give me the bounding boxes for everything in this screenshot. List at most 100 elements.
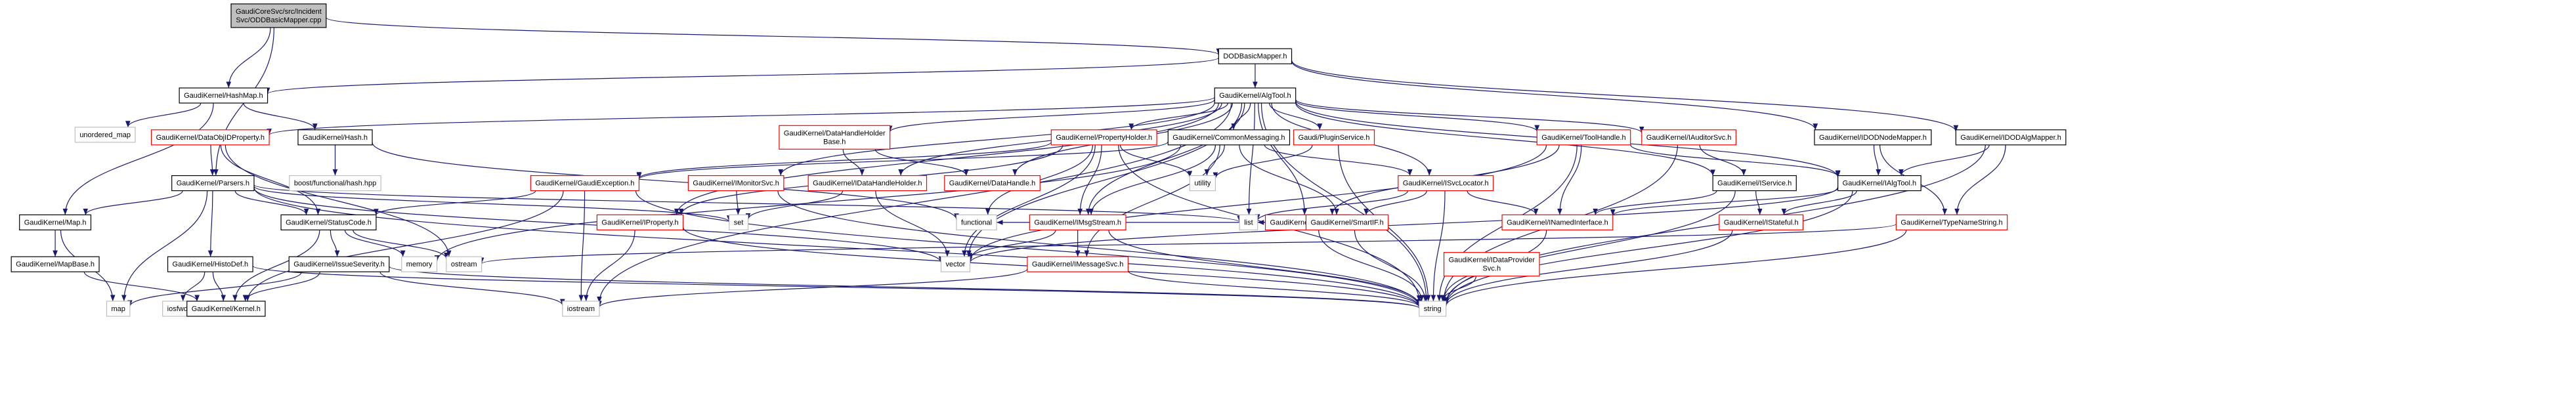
node-label: GaudiKernel/AlgTool.h	[1219, 92, 1291, 100]
edge-isvclocator-to-smartif	[1363, 190, 1427, 215]
node-label: Svc/ODDBasicMapper.cpp	[236, 16, 321, 24]
edge-imonitorsvc-to-string	[777, 190, 1422, 306]
node-toolhandle[interactable]: GaudiKernel/ToolHandle.h	[1536, 129, 1631, 146]
node-algtool[interactable]: GaudiKernel/AlgTool.h	[1214, 87, 1297, 104]
edge-propertyholder-to-imsgstream	[1077, 144, 1102, 215]
node-imonitorsvc[interactable]: GaudiKernel/IMonitorSvc.h	[687, 175, 784, 192]
node-label: vector	[945, 261, 965, 268]
edge-smartif-to-string	[1354, 230, 1428, 301]
node-issueseverity[interactable]: GaudiKernel/IssueSeverity.h	[288, 256, 390, 272]
node-hash[interactable]: GaudiKernel/Hash.h	[297, 129, 373, 146]
node-label: GaudiKernel/DataHandleHolder	[784, 129, 886, 137]
node-label: GaudiKernel/IMessageSvc.h	[1032, 261, 1123, 268]
edge-parsers-to-statuscode	[234, 190, 309, 215]
edge-dataobjidproperty-to-ostream	[225, 144, 452, 257]
node-gaudiexception[interactable]: GaudiKernel/GaudiException.h	[530, 175, 640, 192]
edge-iservice-to-string	[1443, 190, 1736, 304]
node-typenamestring[interactable]: GaudiKernel/TypeNameString.h	[1895, 214, 2008, 230]
node-iproperty[interactable]: GaudiKernel/IProperty.h	[596, 214, 684, 230]
node-unordered_map: unordered_map	[74, 127, 136, 143]
edge-algtool-to-dataobjidproperty	[267, 96, 1215, 136]
edge-ddobasicmapper-to-idodnodemapper	[1291, 60, 1818, 130]
node-map_h[interactable]: GaudiKernel/Map.h	[19, 214, 92, 230]
edge-hashmap-to-map_h	[62, 103, 214, 215]
edge-algtool-to-commonmessaging	[1231, 102, 1251, 130]
node-ialgtool[interactable]: GaudiKernel/IAlgTool.h	[1837, 175, 1921, 192]
edge-imessagesvc-to-iostream	[597, 268, 1028, 308]
node-box	[1029, 214, 1127, 230]
node-label: GaudiKernel/IMonitorSvc.h	[693, 180, 779, 188]
node-box	[940, 256, 971, 272]
node-string: string	[1419, 301, 1447, 317]
node-inamedinterface[interactable]: GaudiKernel/INamedInterface.h	[1501, 214, 1614, 230]
edge-gaudiexception-to-kernel	[245, 190, 564, 301]
node-ddobasicmapper[interactable]: DODBasicMapper.h	[1218, 48, 1293, 64]
node-mapbase[interactable]: GaudiKernel/MapBase.h	[11, 256, 100, 272]
node-pluginservice[interactable]: Gaudi/PluginService.h	[1293, 129, 1375, 146]
node-label: GaudiKernel/IDataHandleHolder.h	[813, 180, 922, 188]
node-statuscode[interactable]: GaudiKernel/StatusCode.h	[280, 214, 377, 230]
node-box	[687, 175, 784, 192]
node-propertyholder[interactable]: GaudiKernel/PropertyHolder.h	[1050, 129, 1157, 146]
node-label: GaudiKernel/HashMap.h	[184, 92, 263, 100]
node-box	[171, 175, 255, 192]
node-label: iostream	[567, 305, 595, 313]
node-label: boost/functional/hash.hpp	[294, 180, 376, 188]
edge-commonmessaging-to-smartif	[1239, 144, 1339, 215]
edge-propertyholder-to-vector	[962, 144, 1096, 257]
node-commonmessaging[interactable]: GaudiKernel/CommonMessaging.h	[1167, 129, 1291, 146]
edge-issueseverity-to-string	[389, 266, 1422, 309]
node-idodnodemapper[interactable]: GaudiKernel/IDODNodeMapper.h	[1814, 129, 1932, 146]
node-iosfwd: iosfwd	[162, 301, 193, 317]
node-kernel[interactable]: GaudiKernel/Kernel.h	[186, 301, 266, 317]
edge-isvclocator-to-string	[1430, 190, 1446, 301]
edge-commonmessaging-to-isvclocator	[1264, 144, 1413, 176]
node-root: GaudiCoreSvc/src/IncidentSvc/ODDBasicMap…	[230, 3, 327, 28]
edge-gaudiexception-to-iostream	[578, 190, 586, 301]
node-istateful[interactable]: GaudiKernel/IStateful.h	[1719, 214, 1804, 230]
node-datahandle[interactable]: GaudiKernel/DataHandle.h	[944, 175, 1041, 192]
node-histodef[interactable]: GaudiKernel/HistoDef.h	[167, 256, 253, 272]
edge-toolhandle-to-inamedinterface	[1557, 144, 1582, 215]
node-box	[562, 301, 600, 317]
edge-parsers-to-map_std	[121, 190, 208, 301]
node-smartif[interactable]: GaudiKernel/SmartIF.h	[1305, 214, 1389, 230]
node-label: GaudiKernel/DataObjIDProperty.h	[156, 134, 265, 142]
node-box	[530, 175, 640, 192]
edge-imsgstream-to-vector	[967, 230, 1056, 260]
node-box	[1050, 129, 1157, 146]
node-imsgstream[interactable]: GaudiKernel/IMsgStream.h	[1029, 214, 1127, 230]
node-label: GaudiKernel/IDODNodeMapper.h	[1819, 134, 1927, 142]
edge-issueseverity-to-kernel	[242, 272, 320, 302]
node-idatahandleholder[interactable]: GaudiKernel/IDataHandleHolder.h	[807, 175, 928, 192]
node-box	[1218, 48, 1293, 64]
edge-hashmap-to-hash	[243, 102, 318, 130]
edge-ddobasicmapper-to-hashmap	[265, 57, 1219, 94]
node-hashmap[interactable]: GaudiKernel/HashMap.h	[179, 87, 268, 104]
node-box	[401, 256, 438, 272]
edge-hashmap-to-unordered_map	[125, 102, 202, 128]
node-imessagesvc[interactable]: GaudiKernel/IMessageSvc.h	[1027, 256, 1128, 272]
node-label: GaudiKernel/INamedInterface.h	[1507, 219, 1608, 226]
edge-parsers-to-string	[253, 187, 1422, 308]
node-isvclocator[interactable]: GaudiKernel/ISvcLocator.h	[1398, 175, 1494, 192]
node-box	[446, 256, 483, 272]
node-parsers[interactable]: GaudiKernel/Parsers.h	[171, 175, 255, 192]
edge-dataobjidproperty-to-parsers	[209, 144, 215, 176]
node-dataobjidproperty[interactable]: GaudiKernel/DataObjIDProperty.h	[150, 129, 270, 146]
node-label: GaudiKernel/GaudiException.h	[535, 180, 634, 188]
node-iservice[interactable]: GaudiKernel/IService.h	[1712, 175, 1797, 192]
node-box	[1837, 175, 1921, 192]
node-iauditorsvc[interactable]: GaudiKernel/IAuditorSvc.h	[1641, 129, 1737, 146]
node-idodalgmapper[interactable]: GaudiKernel/IDODAlgMapper.h	[1955, 129, 2067, 146]
edge-parsers-to-map_h	[83, 190, 183, 215]
edge-root-to-hashmap	[226, 27, 271, 89]
node-box	[288, 256, 390, 272]
edge-imsgstream-to-string	[1108, 230, 1422, 306]
edge-parsers-to-set	[253, 186, 732, 222]
node-box	[179, 87, 268, 104]
node-box	[106, 301, 131, 317]
edge-typenamestring-to-string	[1443, 230, 1907, 307]
